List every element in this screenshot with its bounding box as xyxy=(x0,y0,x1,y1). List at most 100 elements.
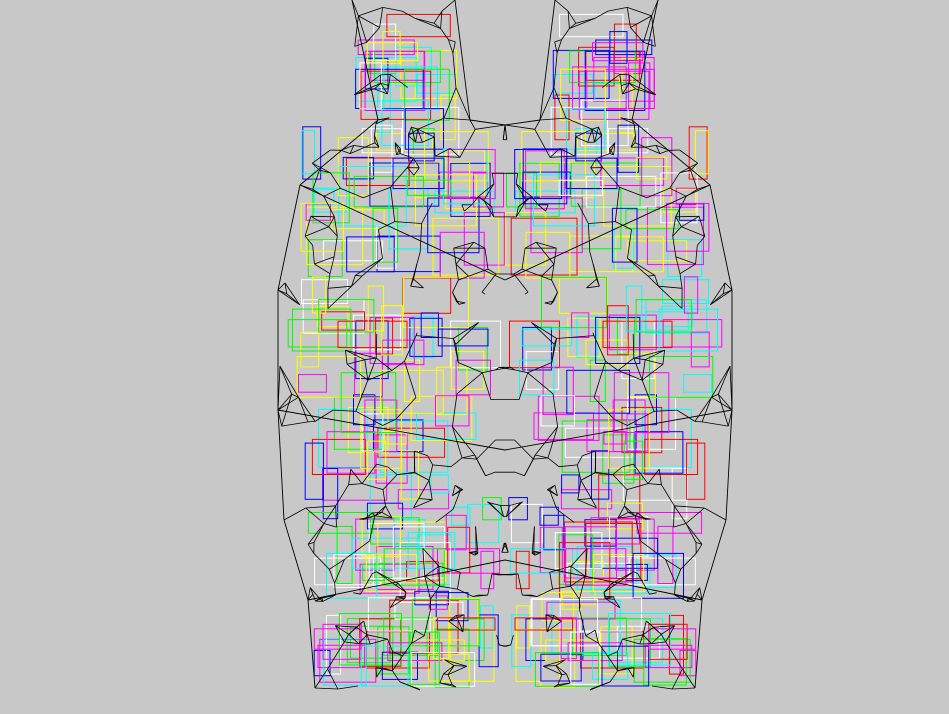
bounding-box xyxy=(554,94,570,141)
mesh-edge xyxy=(509,502,521,506)
mesh-edge xyxy=(413,499,433,509)
bounding-box xyxy=(331,209,385,230)
bounding-box xyxy=(420,312,439,338)
mesh-edge xyxy=(622,88,636,95)
mesh-edge xyxy=(698,216,706,237)
bounding-box xyxy=(451,506,471,526)
bounding-box xyxy=(644,644,693,669)
mesh-edge xyxy=(314,668,328,689)
mesh-edge xyxy=(633,349,665,359)
bounding-box xyxy=(648,628,697,650)
mesh-edge xyxy=(672,226,682,237)
mesh-edge xyxy=(428,464,434,481)
mesh-edge xyxy=(514,439,534,460)
mesh-edge xyxy=(502,124,506,140)
mesh-edge xyxy=(603,584,615,593)
bounding-box xyxy=(400,49,458,99)
bounding-box xyxy=(570,162,641,207)
mesh-edge xyxy=(704,507,727,521)
mesh-edge xyxy=(277,289,287,295)
mesh-edge xyxy=(376,463,388,468)
mesh-edge xyxy=(361,257,383,277)
mesh-edge xyxy=(469,119,506,126)
bounding-box xyxy=(525,351,560,390)
bounding-box xyxy=(616,317,635,355)
mesh-edge xyxy=(277,289,300,306)
bounding-box xyxy=(515,550,530,590)
bounding-box xyxy=(600,626,633,675)
bounding-box xyxy=(662,279,709,305)
mesh-edge xyxy=(628,511,638,514)
bounding-box xyxy=(370,517,420,545)
mesh-edge xyxy=(554,39,562,43)
mesh-edge xyxy=(665,559,681,570)
mesh-edge xyxy=(374,135,380,148)
mesh-edge xyxy=(584,548,588,577)
mesh-edge xyxy=(590,158,597,169)
bounding-box xyxy=(571,312,590,338)
bounding-box xyxy=(300,331,320,368)
mesh-edge xyxy=(566,673,571,684)
bounding-box xyxy=(455,359,492,396)
mesh-edge xyxy=(561,28,570,40)
mesh-edge xyxy=(611,571,634,584)
mesh-edge xyxy=(367,370,393,381)
mesh-edge xyxy=(434,148,451,157)
bounding-box xyxy=(333,554,374,588)
bounding-box xyxy=(584,50,646,111)
mesh-edge xyxy=(319,598,324,602)
mesh-edge xyxy=(487,573,493,596)
mesh-edge xyxy=(389,599,397,609)
mesh-edge xyxy=(694,599,703,689)
mesh-edge xyxy=(524,241,537,249)
bounding-box xyxy=(337,137,369,197)
bounding-box xyxy=(317,644,366,669)
mesh-edge xyxy=(395,597,406,600)
mesh-edge xyxy=(717,394,729,427)
mesh-edge xyxy=(372,571,377,574)
mesh-edge xyxy=(675,196,687,217)
mesh-edge xyxy=(374,505,386,517)
mesh-edge xyxy=(534,129,551,158)
mesh-edge xyxy=(539,0,556,121)
bounding-box xyxy=(522,171,571,198)
mesh-edge xyxy=(612,466,623,475)
mesh-edge xyxy=(461,454,475,459)
bounding-box xyxy=(314,557,382,586)
mesh-edge xyxy=(380,83,388,95)
mesh-edge xyxy=(609,670,618,683)
mesh-edge xyxy=(474,551,477,556)
mesh-edge xyxy=(653,625,675,628)
mesh-edge xyxy=(328,226,338,237)
bounding-box xyxy=(558,534,594,585)
bounding-box xyxy=(410,395,473,441)
mesh-edge xyxy=(675,256,696,265)
mesh-edge xyxy=(500,505,504,517)
bounding-box xyxy=(367,285,385,332)
mesh-edge xyxy=(323,523,337,528)
mesh-edge xyxy=(658,469,662,485)
mesh-edge xyxy=(432,464,452,468)
bounding-box xyxy=(622,467,688,501)
mesh-edge xyxy=(471,196,479,206)
mesh-edge xyxy=(694,421,703,423)
mesh-edge xyxy=(411,126,416,143)
mesh-edge xyxy=(592,126,599,130)
mesh-edge xyxy=(374,88,388,95)
mesh-edge xyxy=(411,630,416,644)
bounding-box xyxy=(365,554,418,593)
bounding-box xyxy=(554,532,603,569)
mesh-edge xyxy=(499,366,515,371)
mesh-edge xyxy=(643,15,652,43)
bounding-box xyxy=(480,550,495,590)
bounding-box xyxy=(364,50,426,111)
bounding-box xyxy=(615,236,664,273)
mesh-edge xyxy=(679,263,696,275)
mesh-edge xyxy=(355,257,383,276)
mesh-edge xyxy=(340,187,364,199)
bounding-box xyxy=(357,39,415,56)
mesh-edge xyxy=(620,85,623,95)
triangle-wire-layer xyxy=(277,0,733,691)
mesh-edge xyxy=(478,183,495,198)
